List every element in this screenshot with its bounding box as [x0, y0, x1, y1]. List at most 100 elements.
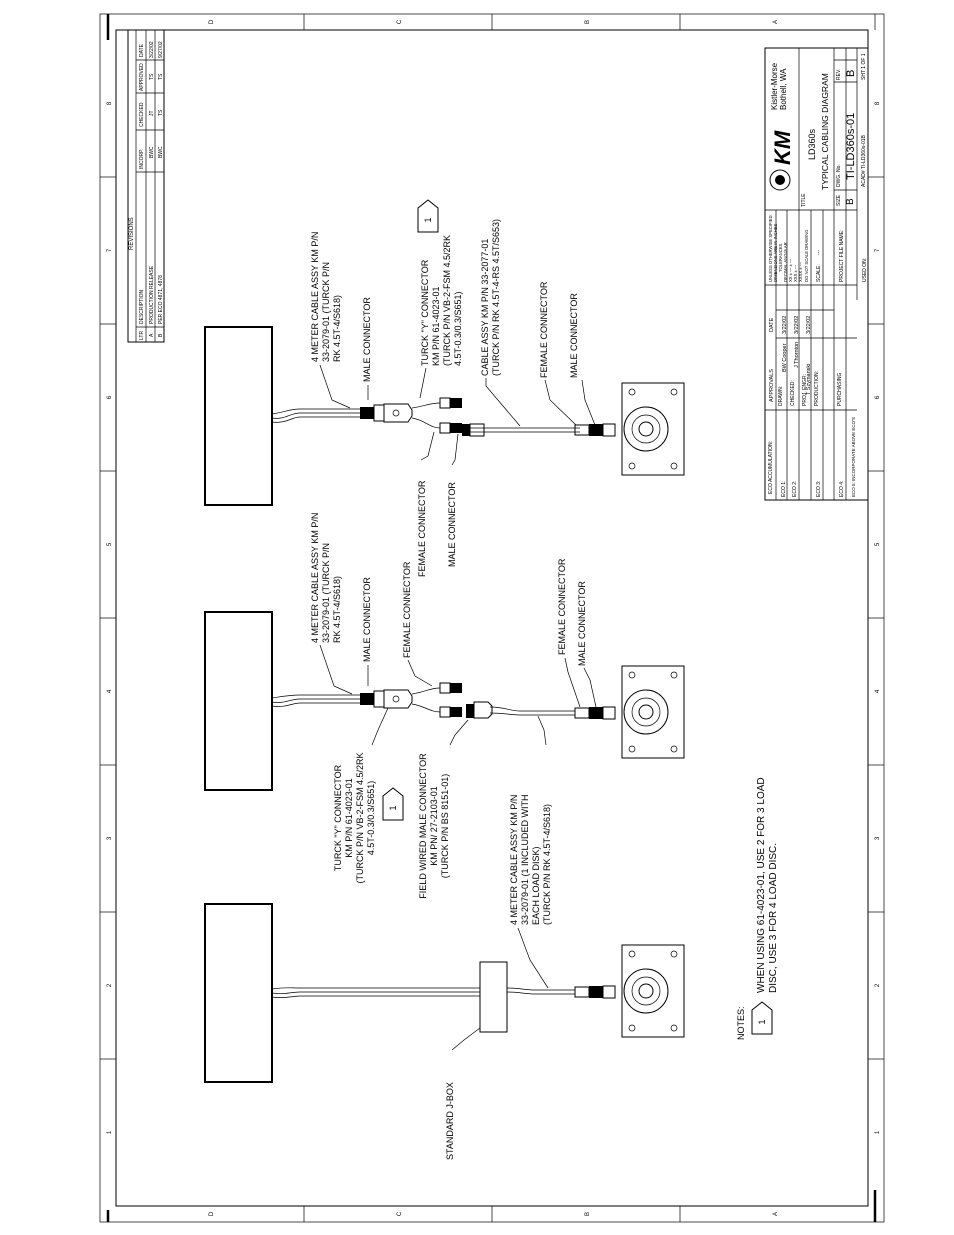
svg-text:4.5T-0.3/0.3/S651): 4.5T-0.3/0.3/S651): [366, 781, 376, 856]
d3-cable-label: 4 METER CABLE ASSY KM P/N 33-2079-01 (TU…: [310, 232, 342, 362]
svg-text:KM: KM: [770, 130, 795, 165]
svg-text:RK 4.5T-4/S618): RK 4.5T-4/S618): [332, 295, 342, 362]
rev-b-approved: TS: [158, 73, 164, 80]
d2-field-wired-label: FIELD WIRED MALE CONNECTOR KM PN/ 27-210…: [418, 753, 450, 899]
dwg-no-label: DWG. No.: [836, 164, 842, 187]
zone-number-8-right: 8: [875, 101, 881, 105]
svg-text:DISC, USE 3 FOR 4 LOAD DISC.: DISC, USE 3 FOR 4 LOAD DISC.: [768, 843, 779, 993]
eco-5: ECO 5: INCORPORATE ABOVE ECO'S: [851, 417, 856, 497]
d3-cable2-label: CABLE ASSY KM P/N 33-2077-01 (TURCK P/N …: [480, 219, 501, 376]
d2-female-loadcell-label: FEMALE CONNECTOR: [557, 558, 567, 655]
jbox-label: STANDARD J-BOX: [445, 1082, 455, 1160]
zone-number-3-left: 3: [107, 836, 113, 840]
cables: [271, 408, 580, 999]
revisions-title: REVISIONS: [129, 217, 135, 250]
proj-engr-date: 3/22/02: [806, 316, 812, 334]
company-name: Kistler-Morse Bothell, WA: [770, 62, 788, 110]
zone-number-6-left: 6: [107, 395, 113, 399]
readout-instrument-1: [204, 326, 273, 506]
checked-date: 3/22/02: [794, 316, 800, 334]
rev-a-incorp: BWC: [149, 146, 155, 158]
zone-number-7-right: 7: [875, 248, 881, 252]
date-header: DATE: [769, 317, 775, 332]
load-disk-3: [602, 944, 685, 1038]
d3-female-inline-label: FEMALE CONNECTOR: [417, 480, 427, 577]
rev-b-checked: TS: [158, 109, 164, 116]
rev-a-approved: TS: [149, 73, 155, 80]
revisions-table: REVISIONS LTR DESCRIPTION INCORP. CHECKE…: [127, 29, 165, 343]
zone-letter-A-top: A: [773, 20, 779, 24]
load-disk-1: [602, 382, 685, 476]
d3-female-connector-label: FEMALE CONNECTOR: [539, 281, 549, 378]
zone-number-7-left: 7: [107, 248, 113, 252]
zone-number-1-left: 1: [107, 1130, 113, 1134]
connectors: [360, 397, 603, 998]
rev-b-ltr: B: [158, 333, 164, 337]
zone-letter-B-bottom: B: [585, 1212, 591, 1216]
svg-text:(TURCK P/N VB-2-FSM 4.5/2RK: (TURCK P/N VB-2-FSM 4.5/2RK: [442, 235, 452, 366]
zone-number-4-right: 4: [875, 689, 881, 693]
junction-box: [479, 961, 508, 1033]
note-1-flag-icon: 1: [751, 1001, 773, 1035]
d2-cable2-label: 4 METER CABLE ASSY KM P/N 33-2079-01 (1 …: [509, 794, 552, 925]
svg-text:(TURCK P/N RK 4.5T-4-RS 4.5T/S: (TURCK P/N RK 4.5T-4-RS 4.5T/S653): [491, 219, 501, 376]
rev-header-checked: CHECKED: [139, 102, 145, 127]
proj-engr-label: PROJ. ENGR:: [802, 374, 808, 406]
drawing-title-1: LD360s: [807, 128, 817, 160]
zone-number-8-left: 8: [107, 101, 113, 105]
size-label: SIZE: [836, 194, 842, 206]
rev-header-incorp: INCORP.: [139, 149, 145, 169]
svg-text:KM P/N 61-4023-01: KM P/N 61-4023-01: [431, 286, 441, 366]
svg-text:(TURCK P/N BS 8151-01): (TURCK P/N BS 8151-01): [440, 774, 450, 879]
zone-number-5-left: 5: [107, 542, 113, 546]
eco-accum-label: ECO ACCUMULATION:: [768, 441, 774, 494]
rev-a-checked: JT: [149, 110, 155, 116]
zone-number-3-right: 3: [875, 836, 881, 840]
proj-engr-name: T Szymanski: [806, 364, 812, 395]
svg-text:4 METER CABLE ASSY KM P/N: 4 METER CABLE ASSY KM P/N: [310, 513, 320, 643]
title-block: ECO ACCUMULATION: ECO 1: ECO 2: ECO 3: E…: [764, 47, 869, 501]
svg-text:XXX ± ---: XXX ± ---: [793, 264, 798, 282]
d2-female-connector-label: FEMALE CONNECTOR: [402, 561, 412, 658]
svg-text:TURCK "Y" CONNECTOR: TURCK "Y" CONNECTOR: [333, 764, 343, 871]
zone-number-6-right: 6: [875, 395, 881, 399]
svg-text:DO NOT SCALE DRAWING: DO NOT SCALE DRAWING: [804, 230, 809, 282]
svg-text:XXXX ± ---: XXXX ± ---: [798, 261, 803, 282]
rev-a-desc: PRODUCTION RELEASE: [149, 265, 155, 324]
used-on-label: USED ON:: [862, 258, 868, 282]
svg-text:KM PN/ 27-2103-01: KM PN/ 27-2103-01: [429, 786, 439, 866]
drawing-title-2: TYPICAL CABLING DIAGRAM: [820, 73, 830, 190]
zone-number-1-right: 1: [875, 1130, 881, 1134]
zone-letter-B-top: B: [585, 20, 591, 24]
eco-4: ECO 4:: [839, 481, 845, 497]
project-file-label: PROJECT FILE NAME:: [839, 230, 845, 282]
drawn-label: DRAWN:: [778, 386, 784, 406]
km-logo: KM: [769, 130, 795, 191]
zone-letter-C-bottom: C: [397, 1211, 403, 1216]
zone-number-2-left: 2: [107, 983, 113, 987]
svg-text:33-2079-01 (TURCK P/N: 33-2079-01 (TURCK P/N: [321, 262, 331, 362]
svg-text:1: 1: [423, 217, 433, 222]
svg-text:(TURCK P/N RK 4.5T-4/S618): (TURCK P/N RK 4.5T-4/S618): [542, 804, 552, 925]
svg-text:DECIMAL ANGULAR: DECIMAL ANGULAR: [783, 242, 788, 282]
svg-text:FIELD WIRED MALE CONNECTOR: FIELD WIRED MALE CONNECTOR: [418, 753, 428, 899]
d2-male-loadcell-label: MALE CONNECTOR: [577, 581, 587, 666]
annotation-labels: 4 METER CABLE ASSY KM P/N 33-2079-01 (TU…: [310, 199, 587, 1160]
svg-text:EACH LOAD DISK): EACH LOAD DISK): [531, 846, 541, 925]
rev-b-incorp: BWC: [158, 146, 164, 158]
size-value: B: [845, 198, 856, 205]
zone-letter-C-top: C: [397, 19, 403, 24]
svg-text:33-2079-01 (TURCK P/N: 33-2079-01 (TURCK P/N: [321, 543, 331, 643]
tolerances-block: UNLESS OTHERWISE SPECIFIED: DIMENSIONS A…: [768, 214, 809, 282]
svg-text:TURCK "Y" CONNECTOR: TURCK "Y" CONNECTOR: [420, 259, 430, 366]
svg-text:CABLE ASSY KM P/N 33-2077-01: CABLE ASSY KM P/N 33-2077-01: [480, 239, 490, 376]
acad-number: ACAD# TI-LD360s-01B: [861, 134, 867, 187]
svg-text:1: 1: [757, 1019, 767, 1024]
eco-3: ECO 3:: [816, 481, 822, 497]
eco-1: ECO 1:: [781, 481, 787, 497]
rev-b-desc: PER ECO 4871, 4878: [158, 275, 164, 324]
zone-letter-D-top: D: [209, 19, 215, 24]
svg-text:UNLESS OTHERWISE SPECIFIED:: UNLESS OTHERWISE SPECIFIED:: [768, 214, 773, 282]
